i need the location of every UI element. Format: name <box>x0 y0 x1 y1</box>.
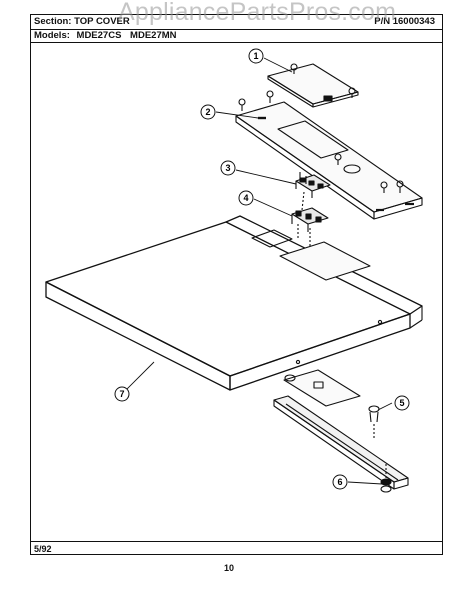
svg-text:1: 1 <box>253 51 258 61</box>
callouts: 1 2 3 4 5 6 7 <box>114 48 410 490</box>
part-3-terminal-block <box>295 172 331 198</box>
part-number: P/N 16000343 <box>374 16 435 27</box>
watermark-text: AppliancePartsPros.com <box>118 0 397 26</box>
part-4-terminal-block <box>291 191 329 248</box>
part-1-cover-plate <box>267 63 359 108</box>
footer-divider <box>30 541 443 542</box>
svg-text:2: 2 <box>205 107 210 117</box>
model-mde27cs: MDE27CS <box>76 30 122 41</box>
page-frame <box>30 14 443 555</box>
section-title: Section: TOP COVER <box>34 16 130 27</box>
svg-text:7: 7 <box>119 389 124 399</box>
part-5-screw <box>368 405 380 440</box>
callout-4[interactable]: 4 <box>238 190 254 206</box>
section-value: TOP COVER <box>74 16 130 27</box>
models-row: Models: MDE27CS MDE27MN <box>34 30 177 41</box>
header-row: Section: TOP COVER P/N 16000343 <box>34 16 439 30</box>
part-2-control-bracket <box>235 90 423 220</box>
callout-2[interactable]: 2 <box>200 104 216 120</box>
svg-text:5: 5 <box>399 398 404 408</box>
svg-text:3: 3 <box>225 163 230 173</box>
callout-3[interactable]: 3 <box>220 160 236 176</box>
callout-1[interactable]: 1 <box>248 48 264 64</box>
part-7-top-cover <box>45 215 423 391</box>
section-label: Section: <box>34 16 72 27</box>
callout-6[interactable]: 6 <box>332 474 348 490</box>
callout-7[interactable]: 7 <box>114 386 130 402</box>
revision-date: 5/92 <box>34 544 52 554</box>
svg-text:4: 4 <box>243 193 248 203</box>
part-6-nut <box>380 464 392 493</box>
lower-mounting-bracket <box>273 369 409 490</box>
callout-leaders <box>125 57 393 485</box>
models-divider <box>30 42 443 43</box>
exploded-parts-diagram: 1 2 3 4 5 6 7 <box>45 48 423 493</box>
model-mde27mn: MDE27MN <box>130 30 177 41</box>
callout-5[interactable]: 5 <box>394 395 410 411</box>
svg-text:6: 6 <box>337 477 342 487</box>
page-number: 10 <box>223 563 234 573</box>
header-divider <box>30 29 443 30</box>
models-label: Models: <box>34 30 70 41</box>
